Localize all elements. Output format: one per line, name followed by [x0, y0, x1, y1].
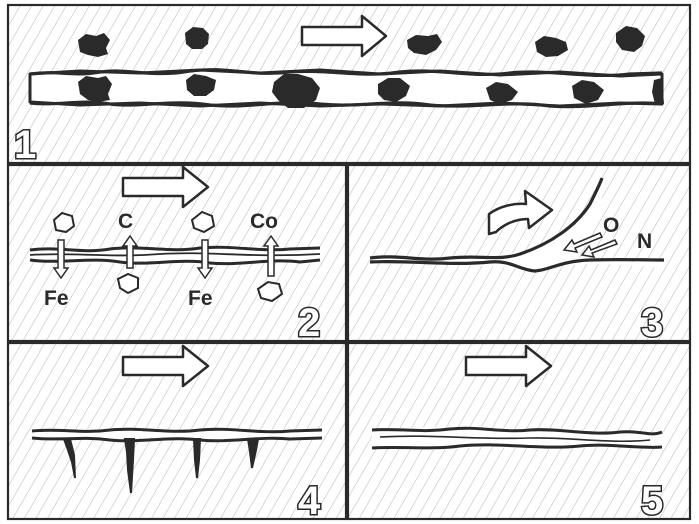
particle [378, 78, 410, 102]
panel-1: 1 [8, 5, 690, 169]
panel-number: 2 [298, 301, 320, 345]
panel-number: 1 [14, 123, 36, 167]
particle [186, 74, 216, 96]
particle [116, 272, 139, 295]
down-arrow-icon [52, 239, 70, 280]
panel-borders [6, 3, 692, 521]
left-arrow-icon [580, 239, 619, 258]
particle [52, 211, 76, 234]
left-arrow-icon [562, 232, 604, 253]
particle [272, 74, 320, 108]
panel-2: C Co Fe Fe 2 [8, 165, 346, 347]
panel-3: O N 3 [348, 165, 690, 347]
interface-gap [28, 68, 664, 108]
label-nitrogen: N [637, 230, 652, 253]
label-oxygen: O [603, 214, 619, 237]
particle [190, 210, 216, 234]
particle [78, 76, 112, 102]
particle [78, 33, 110, 57]
label-iron: Fe [188, 287, 213, 310]
panel-number: 4 [298, 479, 321, 523]
crack [123, 438, 136, 494]
particle [185, 27, 209, 49]
particle [535, 36, 568, 57]
panel-number: 5 [641, 479, 663, 523]
label-iron: Fe [44, 287, 69, 310]
down-arrow-icon [196, 239, 214, 280]
particle [652, 78, 664, 104]
label-carbon: C [118, 210, 133, 233]
panel-number: 3 [641, 301, 663, 345]
particle [572, 80, 604, 104]
up-arrow-icon [262, 234, 280, 277]
panel-5: 5 [348, 343, 690, 524]
crack [62, 438, 76, 479]
right-arrow-icon [300, 14, 388, 58]
panel-4: 4 [8, 343, 346, 524]
particle [486, 82, 518, 104]
crack [246, 438, 260, 469]
crack [192, 438, 202, 479]
up-arrow-icon [121, 234, 139, 269]
particle [256, 280, 284, 303]
particle [616, 26, 645, 52]
right-arrow-icon [121, 165, 210, 209]
label-cobalt: Co [250, 210, 278, 233]
right-arrow-icon [464, 344, 553, 388]
curved-arrow-icon [487, 189, 554, 236]
particle [407, 34, 442, 55]
right-arrow-icon [121, 344, 210, 388]
